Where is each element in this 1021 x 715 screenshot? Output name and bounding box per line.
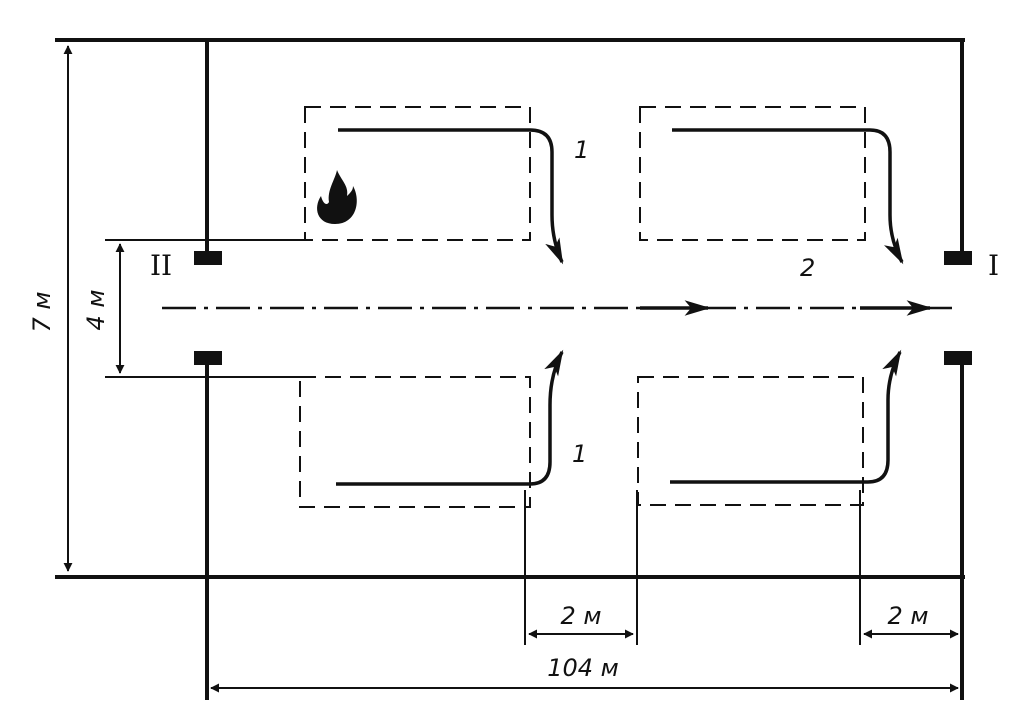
route-1-bottom-label: 1 [572,440,587,468]
dim-gap-right-label: 2 м [887,602,928,630]
dimension-lines [63,45,959,693]
zone-bottom-right [637,376,864,506]
route-1-top-label: 1 [574,136,589,164]
labels: II I 1 1 2 7 м 4 м 2 м 2 м 104 м [28,136,999,682]
corridor [105,239,960,378]
route-2-label: 2 [800,254,815,282]
building-walls [55,38,965,700]
zone-top-right [639,106,866,241]
route-1-top-right [672,128,904,265]
exit-marker-right-bottom [944,351,972,365]
route-1-bottom-right [670,349,902,484]
exit-marker-left-top [194,251,222,265]
equipment-zones [299,106,866,508]
evacuation-routes [336,128,933,486]
dim-gap-middle-label: 2 м [560,602,601,630]
exit-label-left: II [150,249,172,282]
zone-bottom-left [299,376,531,508]
dim-corridor-width-label: 4 м [82,289,110,330]
exit-marker-left-bottom [194,351,222,365]
dim-length-label: 104 м [547,654,619,682]
exit-markers [194,251,972,365]
dim-total-width-label: 7 м [28,291,56,332]
exit-label-right: I [988,249,999,282]
route-1-top-left [338,128,564,265]
exit-marker-right-top [944,251,972,265]
route-1-bottom-left [336,349,564,486]
fire-icon [317,170,357,224]
zone-top-left [304,106,531,241]
